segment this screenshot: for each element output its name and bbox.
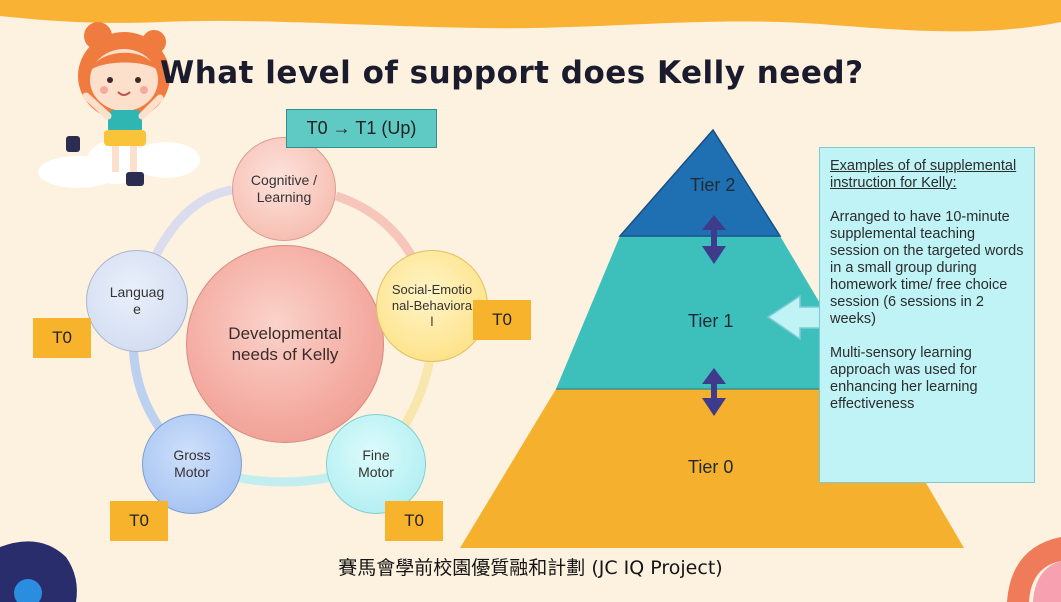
- node-gross-motor: Gross Motor: [142, 414, 242, 514]
- tag-gross-motor-t0: T0: [110, 501, 168, 541]
- footer-project-name: 賽馬會學前校園優質融和計劃 (JC IQ Project): [338, 557, 723, 579]
- tag-cognitive-t0-to-t1: T0 → T1 (Up): [286, 109, 437, 148]
- arrow-tier1-tier2-icon: [702, 215, 726, 264]
- tier-1-label: Tier 1: [688, 311, 734, 331]
- node-language-label: Languag e: [109, 284, 165, 317]
- node-fine-motor-label: Fine Motor: [358, 447, 394, 480]
- top-decoration-band: [0, 0, 1061, 32]
- callout-paragraph-1: Arranged to have 10-minute supplemental …: [830, 209, 1024, 327]
- node-cognitive-label: Cognitive / Learning: [250, 172, 318, 205]
- node-social-emotional-behavioral: Social-Emotional-Behavioral: [376, 250, 488, 362]
- bottom-right-decoration: [1007, 537, 1061, 602]
- callout-heading: Examples of of supplemental instruction …: [830, 158, 1017, 191]
- center-circle-developmental-needs: Developmental needs of Kelly: [186, 245, 384, 443]
- slide-title: What level of support does Kelly need?: [160, 55, 864, 91]
- center-circle-label: Developmental needs of Kelly: [228, 324, 342, 364]
- tag-social-t0: T0: [473, 300, 531, 340]
- tier-2-label: Tier 2: [690, 175, 736, 195]
- tag-language-t0: T0: [33, 318, 91, 358]
- tag-fine-motor-t0: T0: [385, 501, 443, 541]
- node-fine-motor: Fine Motor: [326, 414, 426, 514]
- node-social-label: Social-Emotional-Behavioral: [391, 282, 473, 329]
- pyramid-tier-1: [556, 236, 871, 389]
- node-language: Languag e: [86, 250, 188, 352]
- node-gross-motor-label: Gross Motor: [173, 447, 211, 480]
- arrow-tier0-tier1-icon: [702, 368, 726, 416]
- node-cognitive-learning: Cognitive / Learning: [232, 137, 336, 241]
- tier-0-label: Tier 0: [688, 457, 734, 477]
- bottom-left-decoration: [0, 541, 77, 602]
- girl-illustration: [38, 22, 200, 188]
- callout-paragraph-2: Multi-sensory learning approach was used…: [830, 345, 978, 412]
- supplemental-instruction-callout: Examples of of supplemental instruction …: [819, 147, 1035, 483]
